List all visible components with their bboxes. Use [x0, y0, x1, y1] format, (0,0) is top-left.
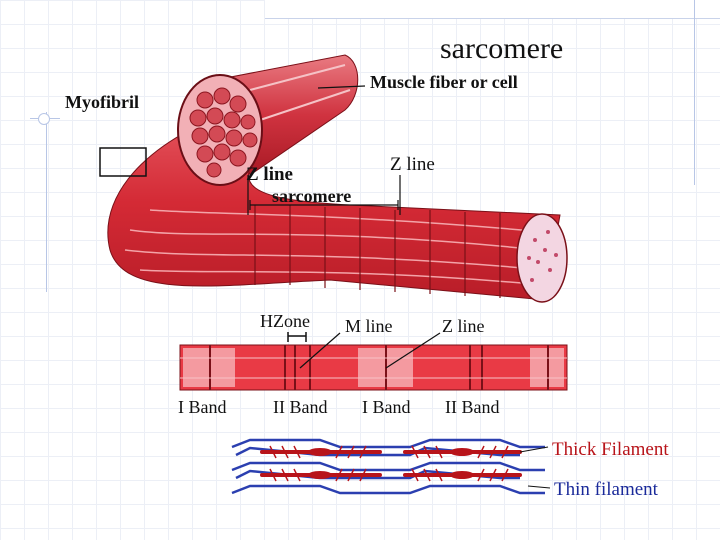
h-zone-bracket — [288, 332, 306, 342]
a-band-label-1: II Band — [273, 398, 327, 416]
diagram-title: sarcomere — [440, 34, 563, 64]
thin-filament-label: Thin filament — [554, 480, 658, 499]
z-line-label-left: Z line — [246, 165, 293, 184]
muscle-fiber-label: Muscle fiber or cell — [370, 73, 518, 91]
filament-diagram — [232, 440, 550, 493]
m-line-label: M line — [345, 317, 393, 335]
a-band-label-2: II Band — [445, 398, 499, 416]
z-line-band-label: Z line — [442, 317, 485, 335]
sarcomere-label: sarcomere — [272, 187, 351, 205]
i-band-label-1: I Band — [178, 398, 227, 416]
i-band-label-2: I Band — [362, 398, 411, 416]
thick-filament-label: Thick Filament — [552, 440, 669, 459]
myofibril-label: Myofibril — [65, 93, 139, 111]
h-zone-label: HZone — [260, 312, 310, 330]
z-line-label-right: Z line — [390, 155, 435, 174]
sarcomere-band-strip — [180, 345, 567, 390]
